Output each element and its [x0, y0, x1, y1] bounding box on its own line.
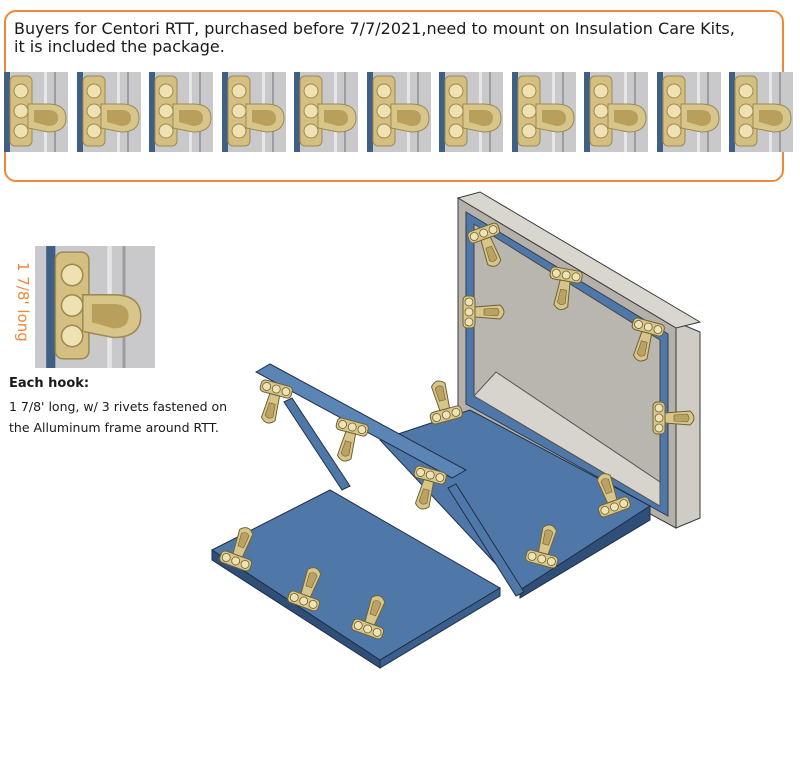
floor-panel-left-edge2: [379, 587, 501, 669]
caption-body: 1 7/8' long, w/ 3 rivets fastened on the…: [9, 399, 228, 435]
hook-thumbnail-icon: [294, 72, 358, 152]
hook-thumbnail-icon: [367, 72, 431, 152]
floor-panel-right-edge: [519, 505, 651, 599]
notice-line-2: it is included the package.: [14, 37, 225, 56]
hook-thumbnail-icon: [584, 72, 648, 152]
hook-thumbnail-icon: [439, 72, 503, 152]
caption-title: Each hook:: [9, 376, 90, 391]
notice-line-1: Buyers for Centori RTT, purchased before…: [14, 19, 735, 38]
support-strut-right: [447, 483, 525, 597]
hook-thumbnail-icon: [729, 72, 793, 152]
hook-thumbnail-icon: [149, 72, 213, 152]
hook-photo-icon: [35, 246, 155, 368]
hook-thumbnail-icon: [657, 72, 721, 152]
hook-pole-2: [327, 416, 370, 466]
support-pole: [254, 363, 468, 479]
hook-photo-strip: [4, 72, 800, 152]
support-strut-left: [283, 397, 351, 491]
hook-thumbnail-icon: [4, 72, 68, 152]
hook-length-label: 1 7/8' long: [14, 262, 32, 342]
hook-thumbnail-icon: [512, 72, 576, 152]
tent-assembly-drawing: [211, 191, 702, 669]
hook-floor-1: [421, 376, 464, 426]
hook-thumbnail-icon: [77, 72, 141, 152]
back-panel-lip: [473, 371, 661, 507]
hook-thumbnail-icon: [222, 72, 286, 152]
